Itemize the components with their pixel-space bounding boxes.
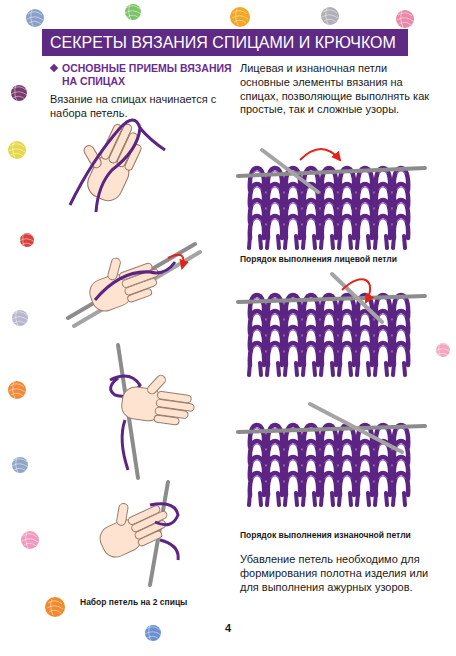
yarn-balls: [8, 4, 451, 641]
figure-caption: Порядок выполнения лицевой петли: [240, 254, 440, 265]
hand-scene: [110, 345, 198, 478]
hand-scene: [66, 111, 165, 212]
knit-diagram: [238, 404, 425, 505]
body-text: Убавление петель необходимо для формиров…: [240, 553, 436, 594]
figure-caption: Набор петель на 2 спицы: [80, 597, 230, 608]
bullet: [50, 64, 58, 72]
hand-scene: [89, 482, 178, 585]
title-band: СЕКРЕТЫ ВЯЗАНИЯ СПИЦАМИ И КРЮЧКОМ: [42, 29, 408, 56]
section-heading: ОСНОВНЫЕ ПРИЕМЫ ВЯЗАНИЯ НА СПИЦАХ: [62, 62, 244, 88]
figure-caption: Порядок выполнения изнаночной петли: [240, 530, 440, 541]
knit-diagram: [238, 274, 425, 375]
page-number: 4: [218, 622, 238, 636]
body-text: Вязание на спицах начинается с набора пе…: [50, 93, 232, 121]
page-title: СЕКРЕТЫ ВЯЗАНИЯ СПИЦАМИ И КРЮЧКОМ: [42, 29, 408, 56]
knit-diagram: [238, 149, 425, 248]
hand-scene: [68, 244, 200, 326]
body-text: Лицевая и изнаночная петли основные элем…: [240, 62, 436, 117]
